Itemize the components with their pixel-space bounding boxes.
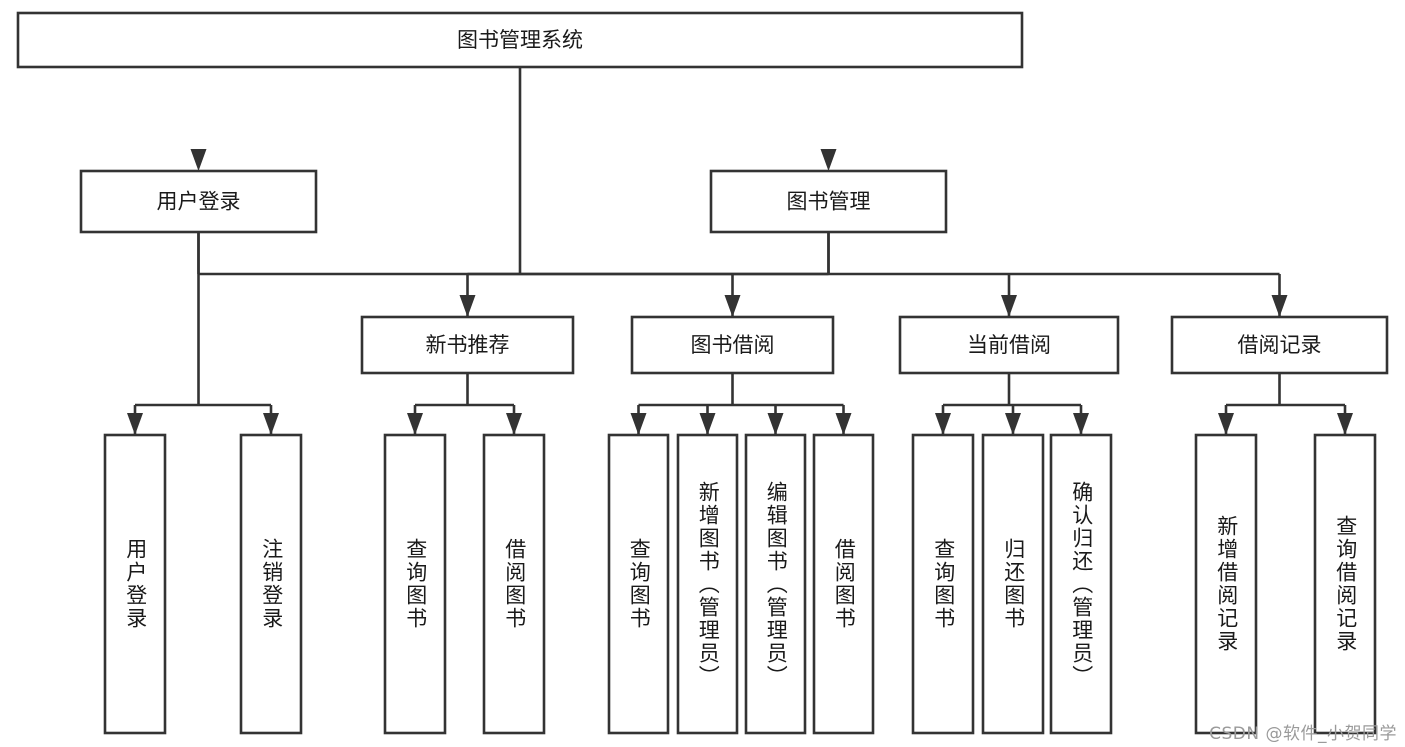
boxes-layer [16,11,1389,735]
node-box-node-e59bbee4b9a6e7aea1e79086[interactable] [709,169,948,234]
arrow-head-icon [820,149,837,171]
arrow-head-icon [767,413,784,435]
arrow-head-icon [1337,413,1353,435]
node-box-node-e696b0e4b9a6e68ea8e88d90[interactable] [360,315,575,375]
arrow-head-icon [835,413,852,435]
node-label: 图书管理 [787,190,871,214]
node-label: 借阅记录 [1238,333,1322,357]
node-box-node-e5809fe99885e8aeb0e5bd95[interactable] [1170,315,1389,375]
node-box-node-e69fa5e8afa2e59bbee4b9a6[interactable] [607,433,670,735]
node-box-node-e5809fe99885e59bbee4b9a6[interactable] [482,433,546,735]
node-box-node-e794a8e688b7e799bbe5bd95[interactable] [79,169,318,234]
arrow-head-icon [1218,413,1234,435]
node-label: 图书管理系统 [457,28,583,52]
node-label: 用户登录 [157,190,241,214]
node-box-node-e794a8e688b7e799bbe5bd95[interactable] [103,433,167,735]
connectors-layer [127,67,1353,435]
node-box-node-e6b3a8e99480e799bbe5bd95[interactable] [239,433,303,735]
arrow-head-icon [459,295,476,317]
arrow-head-icon [1001,295,1017,317]
arrow-head-icon [407,413,423,435]
arrow-head-icon [1073,413,1089,435]
node-box-node-e69fa5e8afa2e5809fe99885[interactable] [1313,433,1377,735]
arrow-head-icon [724,295,741,317]
arrow-head-icon [127,413,143,435]
arrow-head-icon [630,413,647,435]
node-box-node-e696b0e5a29ee59bbee4b9a6[interactable] [676,433,739,735]
node-box-node-e7a1aee8aea4e5bd92e8bf98[interactable] [1049,433,1113,735]
arrow-head-icon [935,413,951,435]
node-box-node-e5bd92e8bf98e59bbee4b9a6[interactable] [981,433,1045,735]
node-box-node-e59bbee4b9a6e7aea1e79086[interactable] [16,11,1024,69]
node-box-node-e59bbee4b9a6e5809fe99885[interactable] [630,315,835,375]
node-box-node-e5bd93e5898de5809fe99885[interactable] [898,315,1120,375]
arrow-head-icon [263,413,279,435]
arrow-head-icon [190,149,207,171]
watermark-text: CSDN @软件_小贺同学 [1209,724,1397,744]
node-box-node-e5809fe99885e59bbee4b9a6[interactable] [812,433,875,735]
node-label: 图书借阅 [691,333,775,357]
node-box-node-e69fa5e8afa2e59bbee4b9a6[interactable] [383,433,447,735]
arrow-head-icon [1005,413,1021,435]
node-label: 新书推荐 [426,333,510,357]
arrow-head-icon [506,413,522,435]
arrow-head-icon [1271,295,1288,317]
node-box-node-e7bc96e8be91e59bbee4b9a6[interactable] [744,433,807,735]
node-box-node-e69fa5e8afa2e59bbee4b9a6[interactable] [911,433,975,735]
node-box-node-e696b0e5a29ee5809fe99885[interactable] [1194,433,1258,735]
node-label: 当前借阅 [967,333,1051,357]
arrow-head-icon [699,413,716,435]
